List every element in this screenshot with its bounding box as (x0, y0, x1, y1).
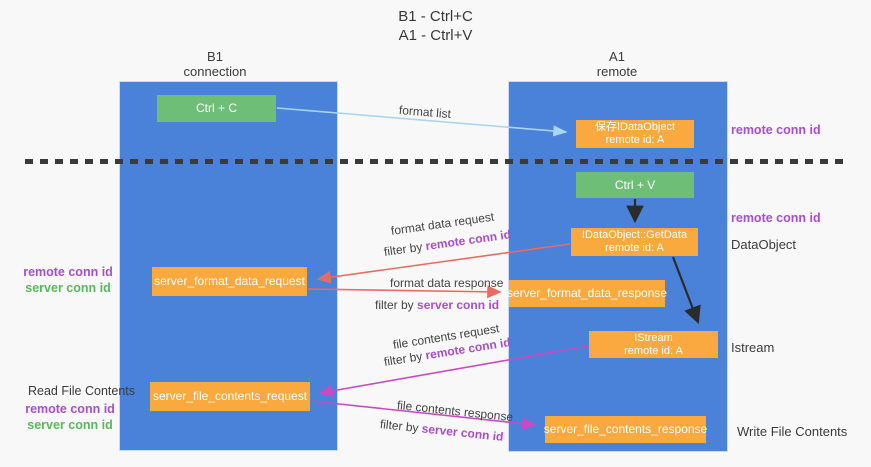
remote-conn-id-label-top: remote conn id (731, 123, 821, 137)
server-format-data-request-label: server_format_data_request (154, 274, 305, 288)
filter-by-text: filter by (383, 239, 427, 259)
filter-by-text: filter by (375, 298, 418, 312)
column-header-a1: A1 remote (552, 49, 682, 79)
title-line-1: B1 - Ctrl+C (398, 8, 473, 25)
istream-line2: remote id: A (624, 344, 683, 357)
filter-by-text: filter by (379, 417, 423, 436)
left-conn-ids-bottom: remote conn id server conn id (24, 401, 116, 433)
remote-conn-id-label-left-1: remote conn id (23, 265, 113, 279)
ctrl-v-label: Ctrl + V (614, 177, 656, 192)
column-header-b1: B1 connection (150, 49, 280, 79)
column-a1-name: A1 (609, 49, 625, 64)
server-conn-id-label-left-2: server conn id (27, 418, 113, 432)
ctrl-c-label: Ctrl + C (195, 101, 237, 115)
diagram-title: B1 - Ctrl+C A1 - Ctrl+V (0, 7, 871, 45)
server-conn-id-text: server conn id (421, 421, 505, 444)
server-format-data-response-label: server_format_data_response (506, 286, 668, 300)
filter-by-text: filter by (382, 348, 427, 369)
server-file-contents-request-box: server_file_contents_request (150, 382, 310, 411)
format-data-response-label: format data response (390, 276, 504, 290)
idataobject-getdata-box: IDataObject::GetData remote id: A (571, 228, 698, 256)
ctrl-c-box: Ctrl + C (157, 95, 276, 122)
save-idataobject-box: 保存IDataObject remote id: A (576, 120, 694, 148)
save-idataobject-line1: 保存IDataObject (594, 121, 676, 133)
column-b1-name: B1 (207, 49, 223, 64)
remote-conn-id-label-mid: remote conn id (731, 211, 821, 225)
title-line-2: A1 - Ctrl+V (398, 27, 473, 44)
server-file-contents-request-label: server_file_contents_request (152, 389, 308, 403)
server-format-data-response-box: server_format_data_response (506, 280, 668, 307)
server-format-data-request-box: server_format_data_request (152, 267, 307, 296)
server-file-contents-response-label: server_file_contents_response (543, 422, 708, 436)
read-file-contents-label: Read File Contents (28, 384, 136, 398)
server-conn-id-label-left-1: server conn id (25, 281, 111, 295)
istream-label: Istream (731, 340, 775, 355)
left-conn-ids-top: remote conn id server conn id (22, 264, 114, 296)
server-file-contents-response-box: server_file_contents_response (543, 416, 708, 443)
dataobject-label: DataObject (731, 237, 797, 252)
remote-conn-id-label-left-2: remote conn id (25, 402, 115, 416)
separator-dashed-line (25, 159, 848, 164)
filter-by-server-1: filter by server conn id (375, 298, 499, 312)
write-file-contents-label: Write File Contents (737, 424, 848, 439)
save-idataobject-line2: remote id: A (605, 134, 665, 146)
ctrl-v-box: Ctrl + V (576, 172, 694, 198)
column-b1-type: connection (183, 64, 247, 79)
server-conn-id-text: server conn id (417, 298, 500, 312)
istream-line1: IStream (634, 331, 673, 344)
format-list-label: format list (398, 103, 452, 122)
getdata-line2: remote id: A (605, 242, 664, 254)
column-a1-type: remote (596, 64, 638, 79)
istream-box: IStream remote id: A (589, 331, 718, 358)
getdata-line1: IDataObject::GetData (581, 229, 688, 241)
